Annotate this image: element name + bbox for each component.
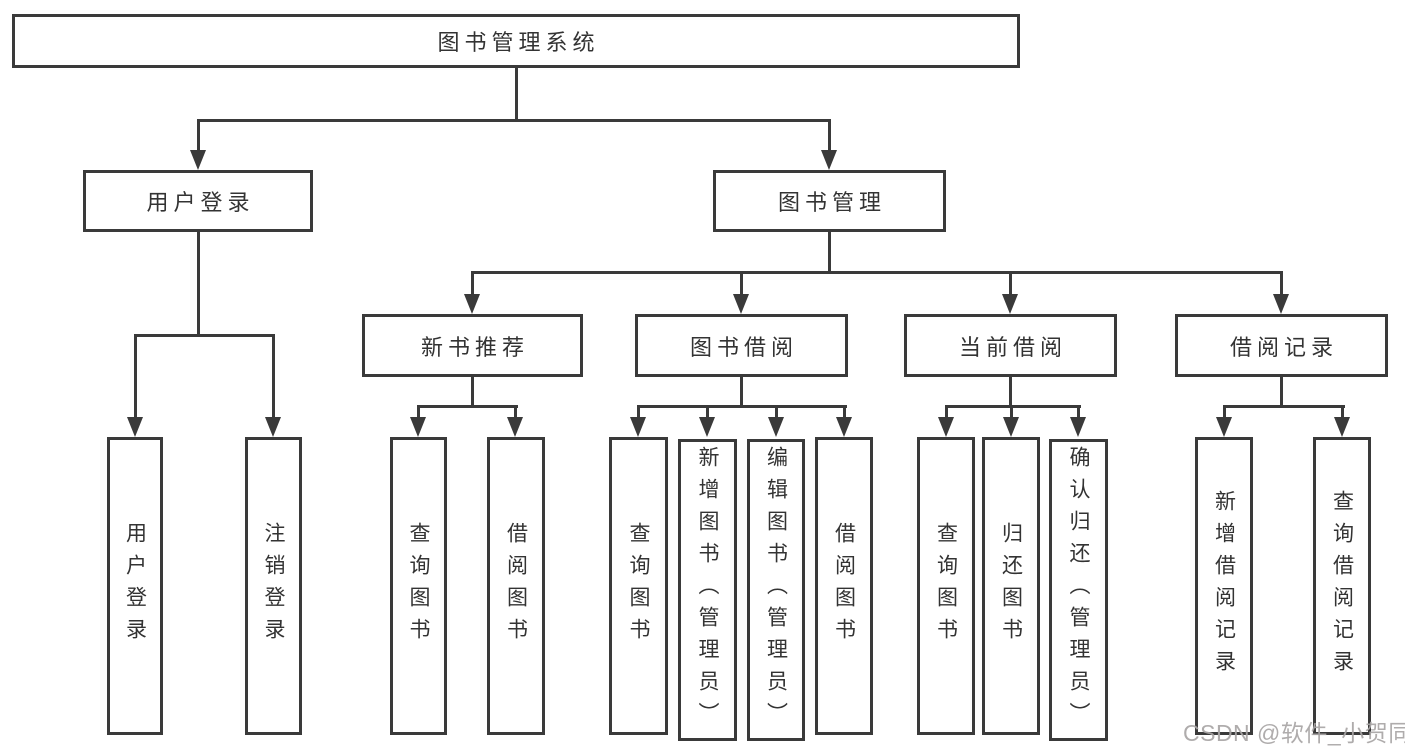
arrow-down-icon <box>733 294 749 314</box>
leaf-current-confirm-return-admin-label: 确认归还（管理员） <box>1067 446 1090 734</box>
arrow-down-icon <box>1070 417 1086 437</box>
arrow-down-icon <box>1002 294 1018 314</box>
arrow-down-icon <box>265 417 281 437</box>
arrow-down-icon <box>1273 294 1289 314</box>
node-book-borrow-label: 图书借阅 <box>689 334 798 360</box>
node-new-book-recommend-label: 新书推荐 <box>420 334 529 360</box>
arrow-down-icon <box>821 150 837 170</box>
leaf-newbook-borrow-books: 借阅图书 <box>487 437 545 735</box>
leaf-current-return-books-label: 归还图书 <box>999 522 1023 650</box>
leaf-record-add-borrow-record-label: 新增借阅记录 <box>1212 490 1236 682</box>
arrow-down-icon <box>190 150 206 170</box>
node-book-borrow: 图书借阅 <box>635 314 848 377</box>
node-borrow-record-label: 借阅记录 <box>1229 334 1338 360</box>
leaf-borrow-query-books-label: 查询图书 <box>627 522 650 650</box>
node-root-label: 图书管理系统 <box>437 30 600 55</box>
leaf-record-query-borrow-record-label: 查询借阅记录 <box>1330 490 1354 682</box>
node-root-library-system: 图书管理系统 <box>12 14 1020 68</box>
leaf-current-return-books: 归还图书 <box>982 437 1040 735</box>
arrow-down-icon <box>507 417 523 437</box>
leaf-user-login: 用户登录 <box>107 437 163 735</box>
node-current-borrow-label: 当前借阅 <box>958 334 1067 360</box>
leaf-newbook-query-books-label: 查询图书 <box>407 522 430 650</box>
arrow-down-icon <box>768 417 784 437</box>
node-user-login-label: 用户登录 <box>146 190 255 215</box>
leaf-user-login-label: 用户登录 <box>123 522 147 650</box>
leaf-borrow-add-books-admin-label: 新增图书（管理员） <box>696 446 719 734</box>
leaf-borrow-borrow-books: 借阅图书 <box>815 437 873 735</box>
leaf-newbook-borrow-books-label: 借阅图书 <box>504 522 528 650</box>
leaf-record-add-borrow-record: 新增借阅记录 <box>1195 437 1253 735</box>
leaf-record-query-borrow-record: 查询借阅记录 <box>1313 437 1371 735</box>
leaf-logout: 注销登录 <box>245 437 302 735</box>
leaf-borrow-query-books: 查询图书 <box>609 437 668 735</box>
node-book-management: 图书管理 <box>713 170 946 232</box>
arrow-down-icon <box>1216 417 1232 437</box>
arrow-down-icon <box>938 417 954 437</box>
arrow-down-icon <box>127 417 143 437</box>
leaf-current-query-books: 查询图书 <box>917 437 975 735</box>
node-current-borrow: 当前借阅 <box>904 314 1117 377</box>
arrow-down-icon <box>630 417 646 437</box>
node-new-book-recommend: 新书推荐 <box>362 314 583 377</box>
arrow-down-icon <box>1003 417 1019 437</box>
arrow-down-icon <box>699 417 715 437</box>
leaf-borrow-borrow-books-label: 借阅图书 <box>832 522 856 650</box>
node-book-management-label: 图书管理 <box>777 190 886 215</box>
arrow-down-icon <box>464 294 480 314</box>
leaf-borrow-edit-books-admin: 编辑图书（管理员） <box>747 439 805 741</box>
leaf-newbook-query-books: 查询图书 <box>390 437 447 735</box>
leaf-current-query-books-label: 查询图书 <box>934 522 958 650</box>
node-user-login: 用户登录 <box>83 170 313 232</box>
node-borrow-record: 借阅记录 <box>1175 314 1388 377</box>
leaf-borrow-add-books-admin: 新增图书（管理员） <box>678 439 737 741</box>
csdn-watermark: CSDN @软件_小贺同学 <box>1183 720 1405 746</box>
arrow-down-icon <box>836 417 852 437</box>
leaf-borrow-edit-books-admin-label: 编辑图书（管理员） <box>764 446 788 734</box>
leaf-logout-label: 注销登录 <box>262 522 285 650</box>
arrow-down-icon <box>1334 417 1350 437</box>
leaf-current-confirm-return-admin: 确认归还（管理员） <box>1049 439 1108 741</box>
arrow-down-icon <box>410 417 426 437</box>
